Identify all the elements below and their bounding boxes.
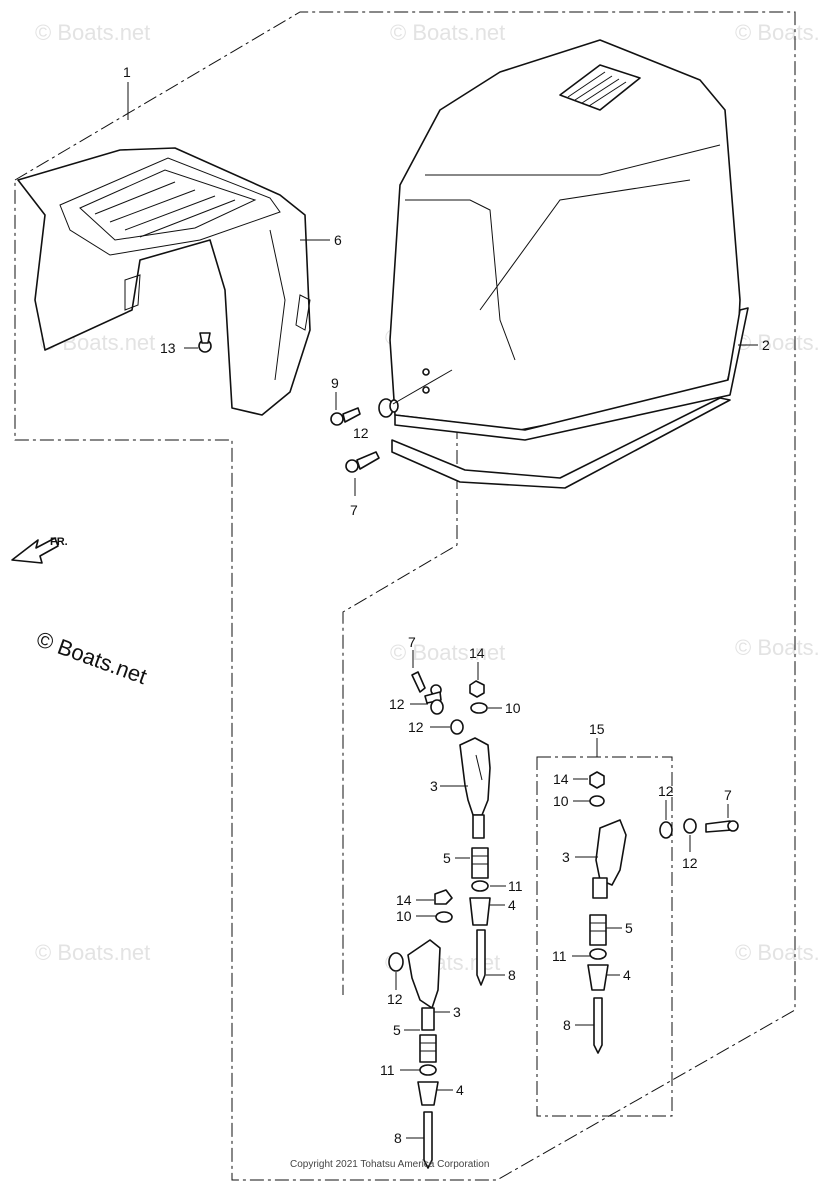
bolt-part-9 <box>330 407 361 426</box>
callout-14: 14 <box>396 892 412 908</box>
callout-3: 3 <box>453 1004 461 1020</box>
grommet-part-12 <box>378 398 399 418</box>
callout-12: 12 <box>389 696 405 712</box>
kit-15-frame <box>536 756 673 1117</box>
callout-12: 12 <box>658 783 674 799</box>
watermark: © Boats.net <box>735 20 818 45</box>
latch-assembly-upper <box>411 671 491 986</box>
callout-4: 4 <box>623 967 631 983</box>
callout-12: 12 <box>682 855 698 871</box>
screw-part-13 <box>198 332 212 353</box>
callout-8: 8 <box>394 1130 402 1146</box>
callout-labels: 1 2 6 13 9 12 7 7 14 12 10 12 3 5 11 14 … <box>123 64 770 1146</box>
callout-12: 12 <box>353 425 369 441</box>
callout-6: 6 <box>334 232 342 248</box>
callout-10: 10 <box>396 908 412 924</box>
callout-8: 8 <box>508 967 516 983</box>
latch-assembly-lower <box>388 889 453 1169</box>
callout-5: 5 <box>393 1022 401 1038</box>
watermark: © Boats.net <box>390 20 505 45</box>
callout-3: 3 <box>430 778 438 794</box>
callout-13: 13 <box>160 340 176 356</box>
callout-7: 7 <box>408 634 416 650</box>
callout-2: 2 <box>762 337 770 353</box>
callout-14: 14 <box>553 771 569 787</box>
callout-8: 8 <box>563 1017 571 1033</box>
callout-5: 5 <box>625 920 633 936</box>
callout-7: 7 <box>724 787 732 803</box>
apron-part-6 <box>17 147 311 416</box>
callout-4: 4 <box>456 1082 464 1098</box>
callout-15: 15 <box>589 721 605 737</box>
callout-12: 12 <box>387 991 403 1007</box>
callout-10: 10 <box>553 793 569 809</box>
watermark: © Boats.net <box>390 640 505 665</box>
top-cowling-part-2 <box>389 39 749 489</box>
front-direction-arrow: FR. <box>11 536 68 564</box>
callout-7: 7 <box>350 502 358 518</box>
callout-14: 14 <box>469 645 485 661</box>
assembly-frame <box>14 11 796 1181</box>
callout-11: 11 <box>380 1062 395 1078</box>
callout-1: 1 <box>123 64 131 80</box>
boats-net-watermark: © Boats.net <box>33 626 150 689</box>
callout-10: 10 <box>505 700 521 716</box>
latch-assembly-kit-15 <box>587 771 627 1054</box>
callout-11: 11 <box>552 948 567 964</box>
callout-3: 3 <box>562 849 570 865</box>
watermark: © Boats.net <box>735 940 818 965</box>
callout-11: 11 <box>508 878 523 894</box>
watermark: © Boats.net <box>735 330 818 355</box>
callout-9: 9 <box>331 375 339 391</box>
right-hardware <box>659 818 739 839</box>
bolt-part-7 <box>345 451 380 473</box>
callout-12: 12 <box>408 719 424 735</box>
sub-assembly-frame <box>342 350 458 995</box>
leader-line <box>392 369 453 405</box>
callout-leaders <box>127 82 758 1139</box>
watermark: © Boats.net <box>35 940 150 965</box>
watermark: © Boats.net <box>35 20 150 45</box>
copyright-notice: Copyright 2021 Tohatsu America Corporati… <box>290 1159 489 1170</box>
watermark: © Boats.net <box>735 635 818 660</box>
callout-5: 5 <box>443 850 451 866</box>
front-direction-label: FR. <box>50 536 68 548</box>
callout-4: 4 <box>508 897 516 913</box>
